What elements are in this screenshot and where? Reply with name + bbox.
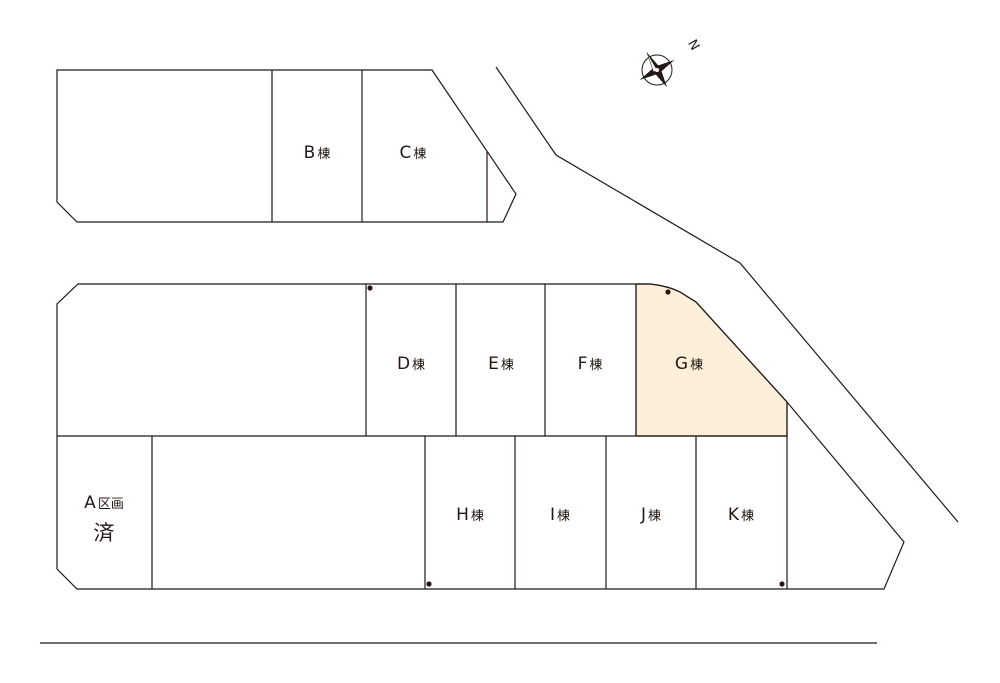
lot-d-suffix: 棟 <box>412 358 425 373</box>
lot-g-letter: G <box>675 354 688 374</box>
lot-j-letter: J <box>640 505 646 525</box>
lot-b-suffix: 棟 <box>317 147 330 162</box>
lot-c-suffix: 棟 <box>413 147 426 162</box>
boundary-marker-dot <box>665 289 671 295</box>
road-edge-line <box>495 66 959 523</box>
lot-b-letter: B <box>304 143 316 163</box>
lot-d-letter: D <box>397 354 410 374</box>
lot-e-suffix: 棟 <box>501 358 514 373</box>
lot-i-letter: I <box>550 505 555 525</box>
lot-a-suffix: 区画 <box>98 497 124 512</box>
lot-g-highlight[interactable] <box>635 283 788 437</box>
top-block-outline <box>56 69 517 223</box>
bottom-block-outline <box>56 283 905 590</box>
lot-a-sold-status: 済 <box>94 521 115 545</box>
lot-j-suffix: 棟 <box>648 509 661 524</box>
lot-g-suffix: 棟 <box>690 358 703 373</box>
lot-a-letter: A <box>84 493 96 513</box>
compass-north-label: N <box>684 37 702 53</box>
lot-k-letter: K <box>728 505 740 525</box>
lot-f-letter: F <box>578 354 588 374</box>
lot-k-suffix: 棟 <box>741 509 754 524</box>
lot-f-suffix: 棟 <box>589 358 602 373</box>
lot-i-suffix: 棟 <box>557 509 570 524</box>
boundary-marker-dot <box>779 581 785 587</box>
lot-h-suffix: 棟 <box>471 509 484 524</box>
lot-c-letter: C <box>400 143 412 163</box>
lot-e-letter: E <box>488 354 499 374</box>
compass-rose-icon <box>639 52 675 88</box>
lot-h-letter: H <box>456 505 469 525</box>
boundary-marker-dot <box>367 285 373 291</box>
boundary-marker-dot <box>426 581 432 587</box>
